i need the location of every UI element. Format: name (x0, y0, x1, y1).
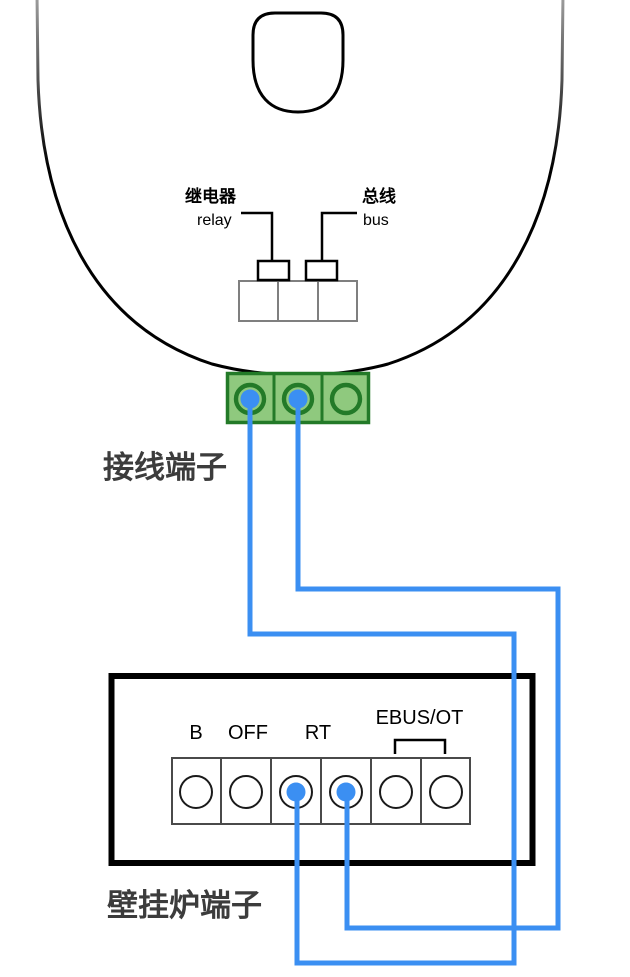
thermostat-terminal-3 (329, 382, 363, 416)
boiler-terminal-6-ot (429, 775, 463, 809)
boiler-label-off: OFF (228, 722, 268, 744)
wire-2 (295, 399, 561, 931)
ebus-ot-bracket (393, 738, 447, 754)
internal-connector-block (238, 280, 358, 322)
relay-label-en: relay (197, 212, 232, 229)
relay-connector-tab (256, 259, 291, 282)
bus-label-zh: 总线 (362, 187, 396, 206)
boiler-terminal-2-off (229, 775, 263, 809)
wire-dot-thermostat-1 (240, 389, 260, 409)
wire-1 (247, 399, 517, 966)
wire-dot-boiler-3 (286, 782, 306, 802)
boiler-terminal-5-ebus (379, 775, 413, 809)
boiler-label-b: B (189, 722, 203, 744)
wire-dot-boiler-4 (336, 782, 356, 802)
boiler-label-rt: RT (304, 722, 332, 744)
bus-label-en: bus (363, 212, 389, 229)
relay-pointer-line (241, 211, 274, 261)
thermostat-terminal-block-label: 接线端子 (103, 450, 227, 485)
wire-dot-thermostat-2 (288, 389, 308, 409)
bus-pointer-line (320, 211, 357, 261)
bus-connector-tab (304, 259, 339, 282)
relay-label-zh: 继电器 (185, 187, 236, 206)
thermostat-top-cutout (251, 11, 345, 114)
boiler-label-ebus-ot: EBUS/OT (375, 707, 464, 729)
boiler-block-label: 壁挂炉端子 (107, 888, 262, 923)
boiler-terminal-1-b (179, 775, 213, 809)
